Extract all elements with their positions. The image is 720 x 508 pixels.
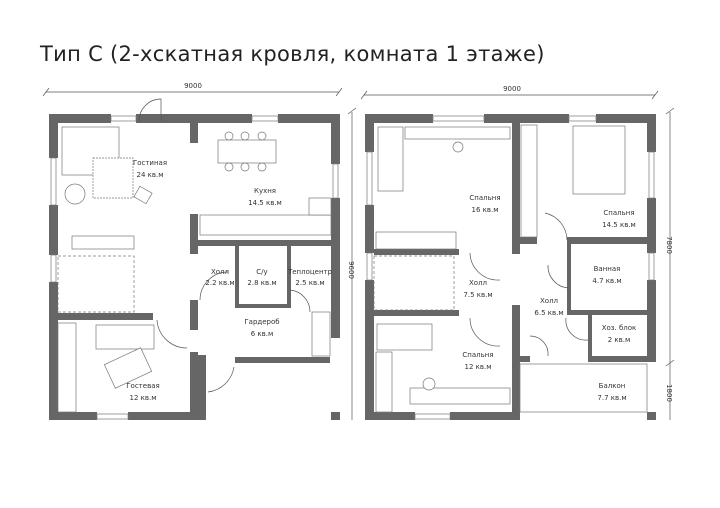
room-name-bedroom-14: Спальня: [603, 209, 634, 217]
floor1-dimension-height: 9600: [347, 107, 357, 420]
room-name-bathroom: С/у: [256, 268, 267, 276]
room-area-balcony: 7.7 кв.м: [597, 394, 626, 402]
room-area-boiler: 2.5 кв.м: [295, 279, 324, 287]
room-area-bedroom-12: 12 кв.м: [465, 363, 492, 371]
room-name-living: Гостиная: [133, 159, 167, 167]
room-name-boiler: Теплоцентр: [287, 268, 333, 276]
room-area-wardrobe: 6 кв.м: [251, 330, 274, 338]
room-name-wardrobe: Гардероб: [244, 318, 279, 326]
floor1-dimension-width: 9000: [42, 82, 343, 97]
room-area-living: 24 кв.м: [137, 171, 164, 179]
room-area-hall-6: 6.5 кв.м: [534, 309, 563, 317]
room-name-hall-7: Холл: [469, 279, 487, 287]
floor2-dimension-width: 9000: [360, 85, 659, 100]
room-area-bath: 4.7 кв.м: [592, 277, 621, 285]
room-name-utility: Хоз. блок: [602, 324, 637, 332]
plan-title: Тип С (2-хскатная кровля, комната 1 этаж…: [40, 42, 545, 66]
room-name-hall: Холл: [211, 268, 229, 276]
room-area-utility: 2 кв.м: [608, 336, 631, 344]
room-name-bedroom-12: Спальня: [462, 351, 493, 359]
floor2-dimension-height: 7800 1800: [665, 107, 675, 420]
room-area-hall-7: 7.5 кв.м: [463, 291, 492, 299]
room-area-bedroom-14: 14.5 кв.м: [602, 221, 636, 229]
floor2-plan: 9000 7800 1800: [360, 85, 675, 420]
room-name-guest: Гостевая: [126, 382, 159, 390]
room-area-bathroom: 2.8 кв.м: [247, 279, 276, 287]
room-name-hall-6: Холл: [540, 297, 558, 305]
floor2-width-label: 9000: [503, 85, 521, 93]
room-name-bath: Ванная: [594, 265, 621, 273]
room-name-kitchen: Кухня: [254, 187, 276, 195]
room-name-bedroom-16: Спальня: [469, 194, 500, 202]
room-area-hall: 2.2 кв.м: [205, 279, 234, 287]
floor2-balcony-label: 1800: [665, 384, 673, 402]
floor1-plan: 9000 9600: [42, 82, 357, 420]
room-area-kitchen: 14.5 кв.м: [248, 199, 282, 207]
room-name-balcony: Балкон: [599, 382, 626, 390]
room-area-guest: 12 кв.м: [130, 394, 157, 402]
floor2-height-label: 7800: [665, 236, 673, 254]
floor1-height-label: 9600: [347, 261, 355, 279]
floor1-width-label: 9000: [184, 82, 202, 90]
room-area-bedroom-16: 16 кв.м: [472, 206, 499, 214]
